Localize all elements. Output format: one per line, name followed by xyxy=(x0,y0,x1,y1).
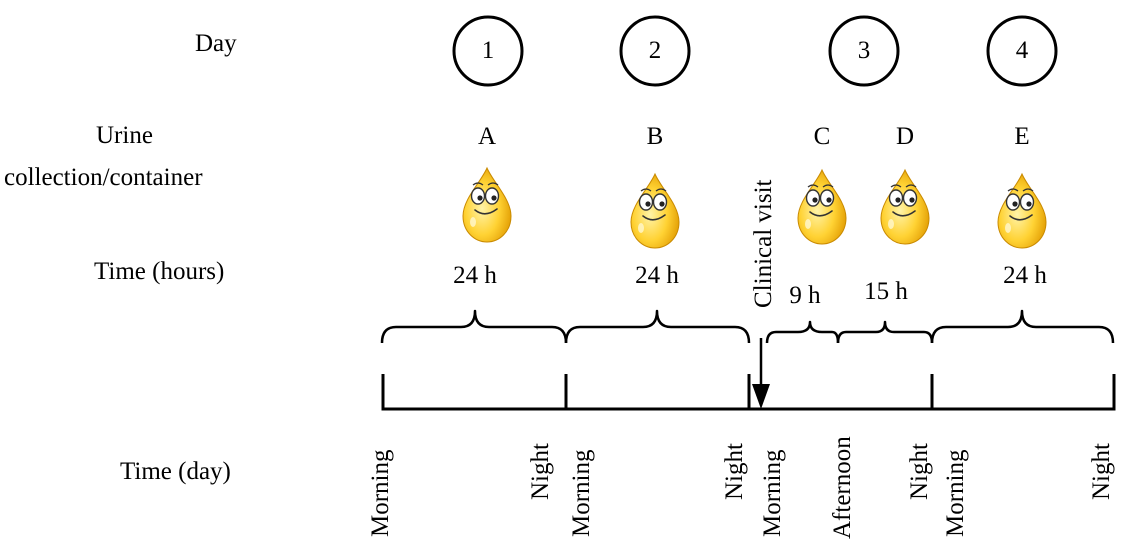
urine-drop-face-icon xyxy=(797,169,847,245)
clinical-visit-arrowhead xyxy=(752,384,770,409)
time-of-day-label: Night xyxy=(721,443,748,500)
duration-d: 15 h xyxy=(864,278,908,305)
time-of-day-label: Afternoon xyxy=(829,436,856,539)
day-number-4: 4 xyxy=(1015,37,1029,64)
time-of-day-label: Morning xyxy=(759,449,786,538)
timeline-day-4 xyxy=(932,374,1116,411)
duration-e: 24 h xyxy=(1003,262,1047,289)
urine-drop-face-icon xyxy=(997,173,1047,249)
urine-drop-face-icon xyxy=(630,173,680,249)
time-of-day-label: Morning xyxy=(942,449,969,538)
time-of-day-label: Morning xyxy=(568,449,595,538)
timeline-day-2 xyxy=(566,374,751,411)
time-of-day-label: Night xyxy=(527,443,554,500)
duration-a: 24 h xyxy=(453,262,497,289)
clinical-visit-label: Clinical visit xyxy=(750,179,777,308)
time-of-day-label: Morning xyxy=(367,449,394,538)
collection-letter-d: D xyxy=(895,123,915,150)
duration-b: 24 h xyxy=(635,262,679,289)
day-circle xyxy=(452,15,524,87)
time-of-day-label: Night xyxy=(906,443,933,500)
collection-letter-b: B xyxy=(646,123,664,150)
collection-letter-c: C xyxy=(813,123,831,150)
day-circle xyxy=(986,15,1058,87)
row-label-urine-line1: Urine xyxy=(96,122,153,149)
day-circle xyxy=(828,15,900,87)
time-of-day-label: Night xyxy=(1088,443,1115,500)
urine-drop-face-icon xyxy=(462,167,512,243)
day-number-1: 1 xyxy=(481,37,495,64)
day-circle xyxy=(619,15,691,87)
brace-d xyxy=(836,320,934,344)
brace-a xyxy=(380,309,568,344)
brace-e xyxy=(930,309,1115,344)
row-label-time-day: Time (day) xyxy=(120,458,231,485)
day-number-3: 3 xyxy=(857,37,871,64)
timeline-day-3 xyxy=(749,374,934,411)
duration-c: 9 h xyxy=(789,282,821,309)
row-label-time-hours: Time (hours) xyxy=(94,258,225,285)
day-number-2: 2 xyxy=(648,37,662,64)
timeline-day-1 xyxy=(381,374,568,411)
row-label-day: Day xyxy=(195,30,237,57)
collection-letter-a: A xyxy=(477,123,497,150)
collection-letter-e: E xyxy=(1014,123,1030,150)
brace-b xyxy=(564,309,751,344)
urine-drop-face-icon xyxy=(880,169,930,245)
row-label-urine-line2: collection/container xyxy=(4,164,203,191)
brace-c xyxy=(765,320,840,344)
